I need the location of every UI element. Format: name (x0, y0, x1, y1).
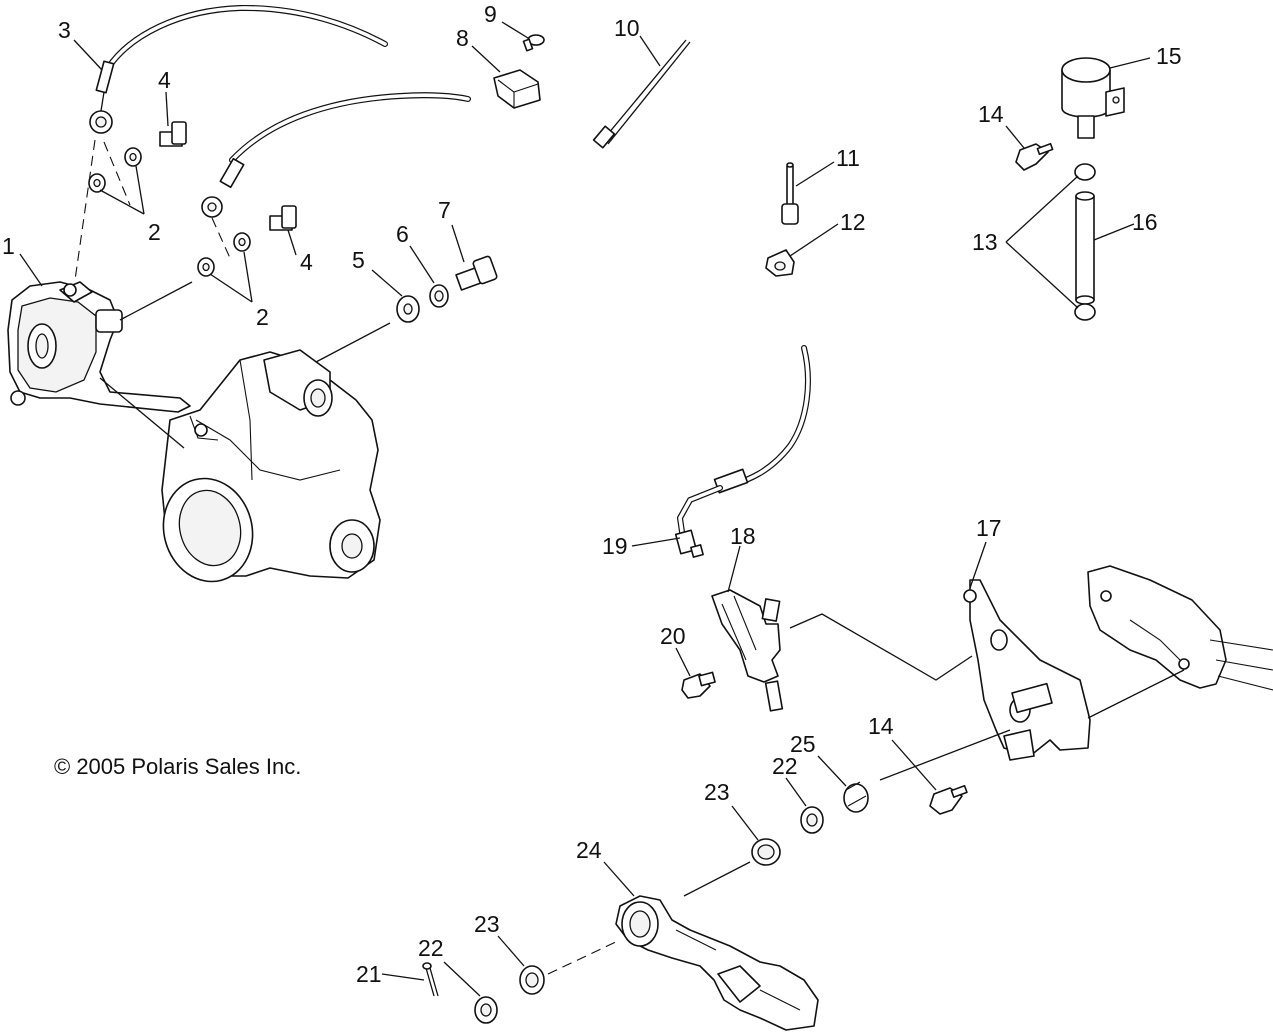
callout-10: 10 (614, 15, 640, 41)
callout-23a: 23 (704, 779, 730, 805)
callout-17: 17 (976, 515, 1002, 541)
callout-14b: 14 (868, 713, 894, 739)
bolt-7 (455, 255, 498, 291)
callout-3: 3 (58, 17, 71, 43)
brake-line-upper (105, 4, 471, 163)
bushing-23-upper (751, 838, 781, 866)
callout-20: 20 (660, 623, 686, 649)
callout-6: 6 (396, 221, 409, 247)
bushing-23-lower (519, 965, 545, 995)
callout-15: 15 (1156, 43, 1182, 69)
rivet-11 (781, 162, 799, 225)
callout-19: 19 (602, 533, 628, 559)
washer-2-upper (88, 147, 142, 193)
assembly-lines (74, 139, 1185, 975)
hub-housing (161, 349, 381, 583)
callout-18: 18 (730, 523, 756, 549)
rigid-line-10 (592, 39, 691, 149)
washer-22-lower (474, 996, 498, 1024)
washer-22-mid (800, 806, 824, 834)
banjo-bolt-4-lower (269, 205, 297, 231)
washer-5 (396, 295, 420, 323)
line-clamp-8 (493, 69, 541, 109)
callout-labels: 1 2 2 3 4 4 5 6 7 8 9 10 11 12 13 14 14 … (2, 1, 1182, 987)
callout-5: 5 (352, 247, 365, 273)
brake-line-lower (676, 345, 811, 535)
callout-14a: 14 (978, 101, 1004, 127)
reservoir-15 (1061, 57, 1125, 139)
callout-21: 21 (356, 961, 382, 987)
callout-23b: 23 (474, 911, 500, 937)
callout-leaders (19, 21, 1151, 997)
brake-pedal-24 (615, 895, 819, 1031)
copyright-notice: © 2005 Polaris Sales Inc. (54, 754, 301, 779)
callout-22b: 22 (418, 935, 444, 961)
callout-24: 24 (576, 837, 602, 863)
fitting-19 (674, 529, 704, 558)
spring-25 (843, 781, 869, 813)
callout-11: 11 (836, 145, 860, 171)
banjo-fitting-3 (89, 60, 115, 134)
reservoir-hose-16 (1075, 191, 1095, 305)
pedal-bracket-17 (963, 579, 1091, 761)
callout-8: 8 (456, 25, 469, 51)
callout-13: 13 (972, 229, 998, 255)
callout-16: 16 (1132, 209, 1158, 235)
screw-14-lower (929, 784, 968, 815)
callout-1: 1 (2, 233, 15, 259)
screw-9 (522, 34, 545, 52)
washer-6 (429, 284, 449, 308)
clip-12 (765, 249, 795, 277)
callout-7: 7 (438, 197, 451, 223)
cotter-pin-21 (422, 962, 439, 997)
washer-2-lower (197, 232, 251, 277)
callout-4b: 4 (300, 249, 313, 275)
hose-clamp-13-bottom (1074, 303, 1096, 321)
hose-clamp-13-top (1074, 163, 1096, 181)
callout-12: 12 (840, 209, 866, 235)
banjo-bolt-4-upper (159, 121, 187, 147)
bolt-20 (681, 671, 716, 699)
callout-25: 25 (790, 731, 816, 757)
callout-2a: 2 (148, 219, 161, 245)
frame-mount (1087, 565, 1273, 691)
screw-14-upper (1015, 142, 1054, 171)
brake-caliper-1 (7, 281, 191, 413)
callout-22a: 22 (772, 753, 798, 779)
callout-4a: 4 (158, 67, 171, 93)
callout-2b: 2 (256, 304, 269, 330)
callout-9: 9 (484, 1, 497, 27)
banjo-fitting-lower (201, 157, 245, 218)
master-cylinder-18 (711, 589, 784, 712)
